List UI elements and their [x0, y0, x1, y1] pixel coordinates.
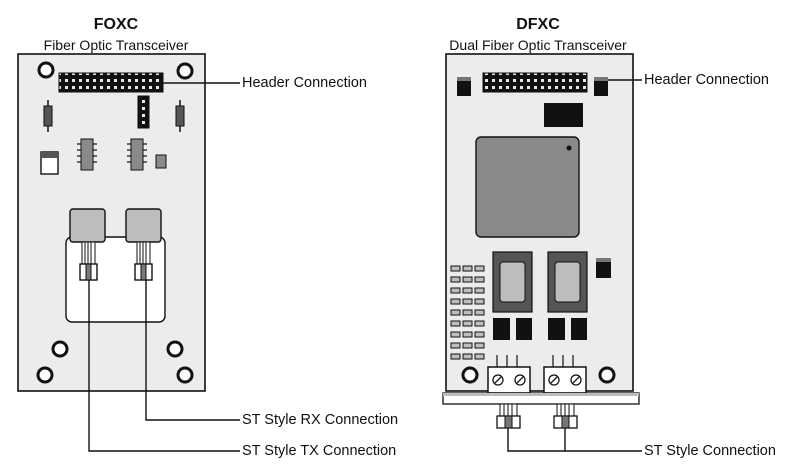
- mount-hole: [51, 340, 69, 358]
- transceiver-module-right: [547, 251, 588, 340]
- jumper-block: [137, 95, 150, 129]
- mount-hole: [37, 61, 55, 79]
- dfxc-board: [442, 53, 640, 429]
- component: [155, 154, 167, 169]
- mount-hole: [598, 366, 616, 384]
- component: [544, 103, 583, 127]
- component: [594, 77, 608, 96]
- foxc-tx-label: ST Style TX Connection: [242, 443, 397, 459]
- resistor: [175, 100, 185, 132]
- header-connector: [482, 72, 588, 93]
- ic-chip: [127, 138, 147, 171]
- st-connector: [496, 403, 521, 429]
- dfxc-st-label: ST Style Connection: [644, 443, 776, 459]
- tx-transceiver: [69, 208, 106, 281]
- dfxc-subtitle: Dual Fiber Optic Transceiver: [449, 37, 627, 53]
- foxc-board: [17, 53, 206, 392]
- mount-hole: [166, 340, 184, 358]
- processor-chip: [475, 136, 580, 238]
- foxc-header-label: Header Connection: [242, 75, 367, 91]
- foxc-title: FOXC: [93, 16, 139, 33]
- component: [596, 258, 611, 278]
- terminal-block: [487, 355, 531, 394]
- header-connector: [58, 72, 164, 93]
- terminal-block: [543, 355, 587, 394]
- mount-hole: [176, 366, 194, 384]
- st-leader-line: [507, 428, 642, 452]
- rx-transceiver: [125, 208, 162, 281]
- ic-chip: [77, 138, 97, 171]
- mount-hole: [36, 366, 54, 384]
- dfxc-title: DFXC: [516, 16, 560, 33]
- foxc-rx-label: ST Style RX Connection: [242, 412, 399, 428]
- st-connector: [553, 403, 578, 429]
- mount-hole: [461, 366, 479, 384]
- rx-leader-line: [145, 280, 240, 421]
- dfxc-header-label: Header Connection: [644, 72, 769, 88]
- tx-leader-line: [88, 280, 240, 452]
- component: [457, 77, 471, 96]
- mount-hole: [176, 62, 194, 80]
- transceiver-module-left: [492, 251, 533, 340]
- component-strip: [450, 265, 485, 360]
- resistor: [43, 100, 53, 132]
- foxc-subtitle: Fiber Optic Transceiver: [43, 37, 189, 53]
